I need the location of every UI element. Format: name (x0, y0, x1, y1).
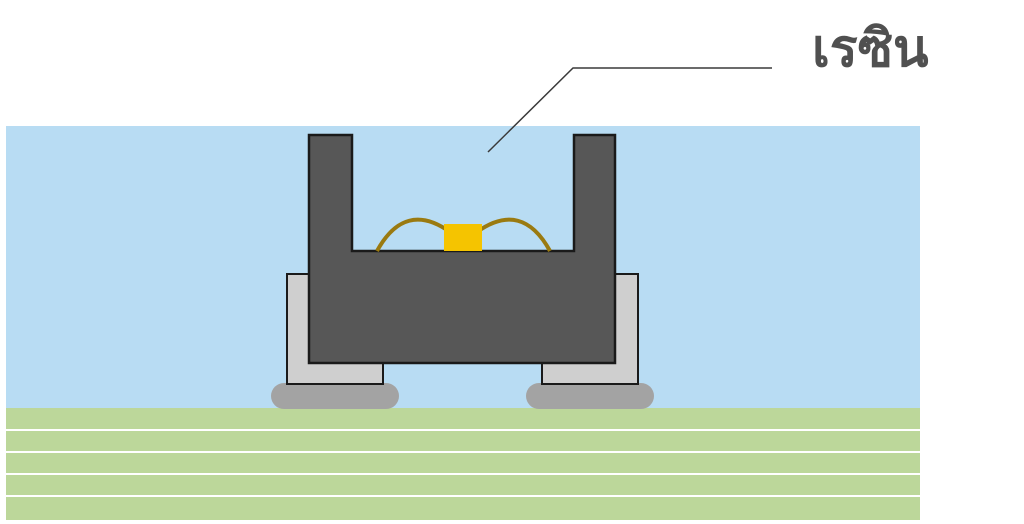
chip-die (444, 224, 482, 251)
solder-pad-right (526, 383, 654, 409)
callout-leader-line (487, 67, 772, 153)
bond-wire-left (375, 217, 452, 252)
resin-label: เรซิน (812, 19, 929, 79)
board-layer (6, 408, 920, 520)
bond-wire-right (475, 217, 552, 252)
package-body (307, 133, 617, 365)
solder-pad-left (271, 383, 399, 409)
circuit-board (6, 408, 920, 520)
